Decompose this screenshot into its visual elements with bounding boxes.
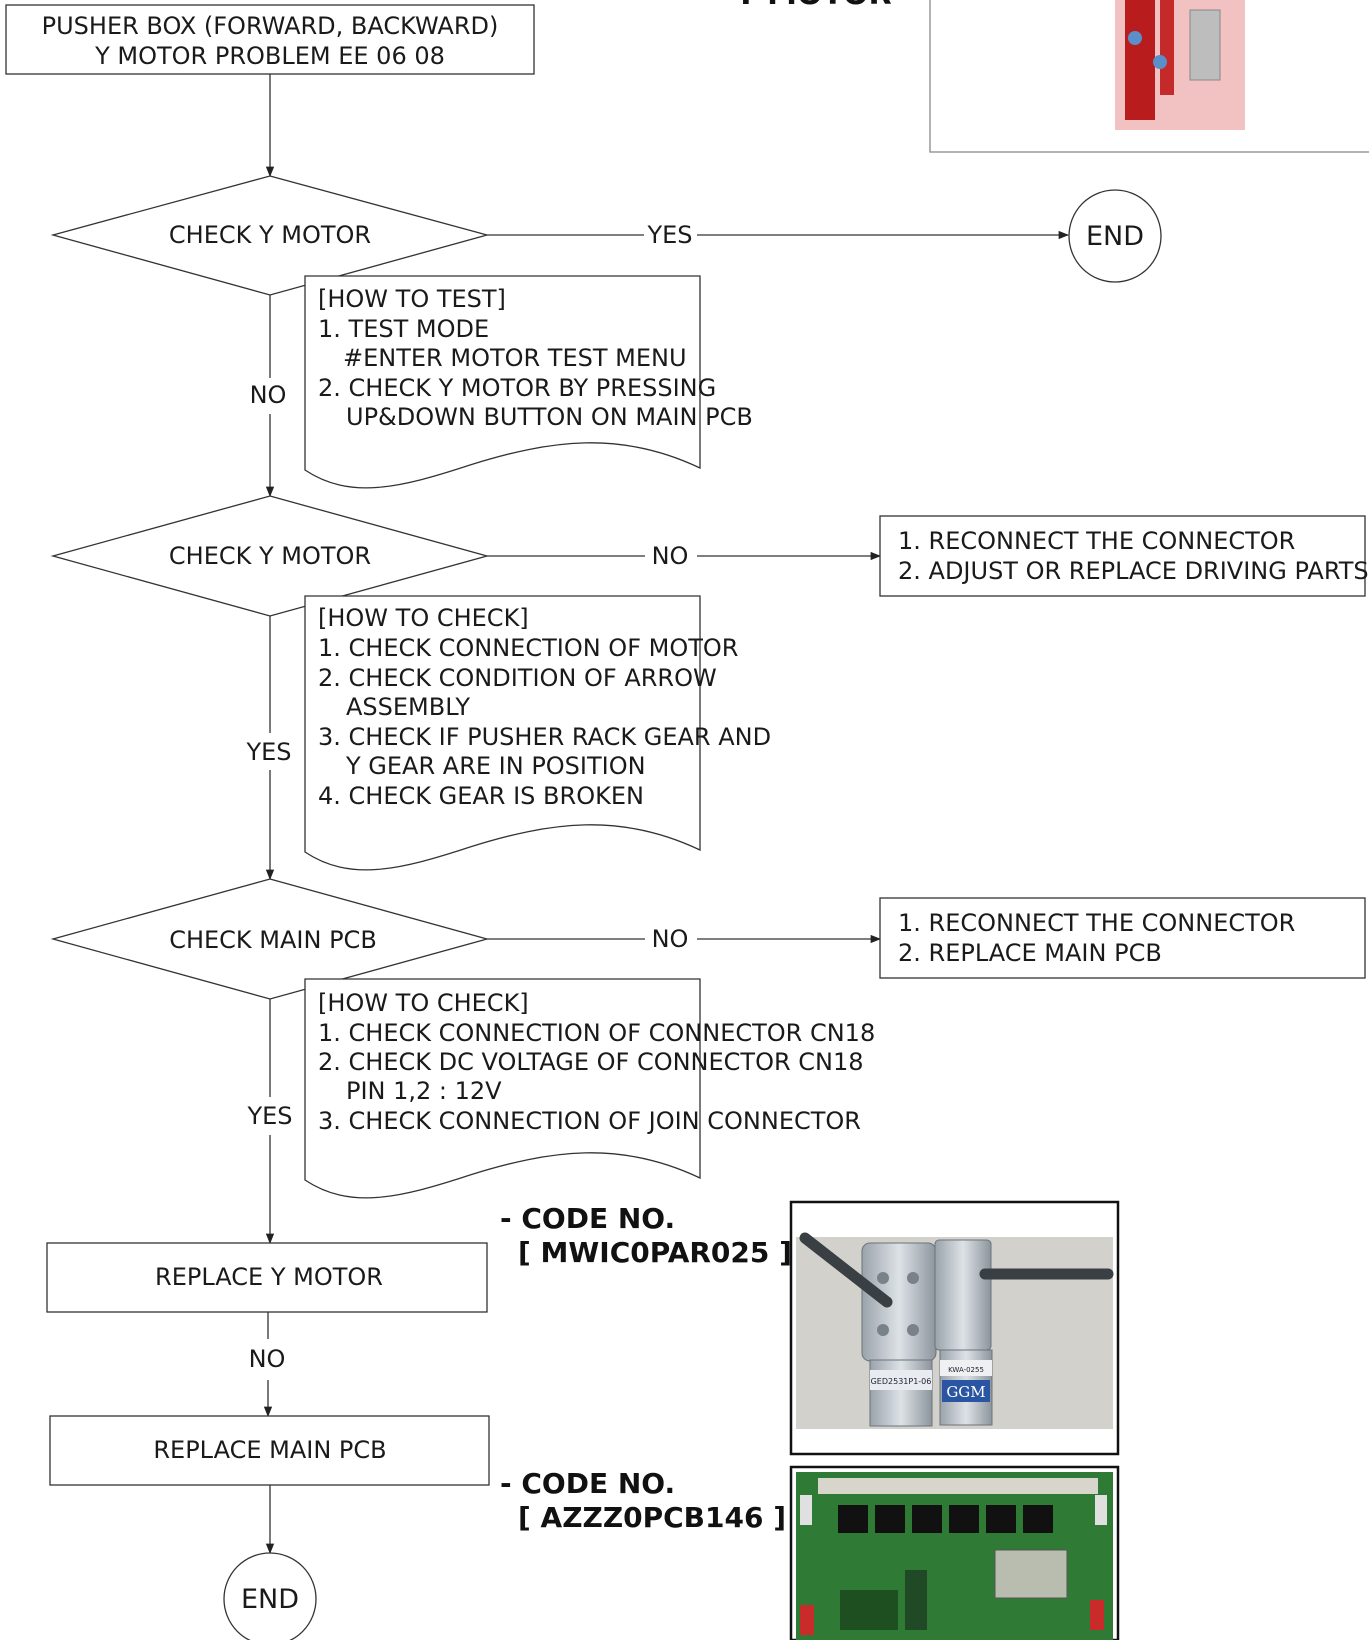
motor-photo-label-left: GED2531P1-06 [871,1377,932,1386]
y-motor-caption: Y MOTOR [734,0,892,12]
end-top-label: END [1086,221,1144,252]
pcb-code-label: - CODE NO. [500,1467,675,1500]
svg-text:1. CHECK CONNECTION OF MOTOR: 1. CHECK CONNECTION OF MOTOR [318,634,738,662]
y-motor-render-photo: Y MOTOR [734,0,1369,153]
end-terminal-top [1068,189,1162,283]
motor-photo-brand: GGM [946,1383,985,1401]
replace-y-motor-box [46,1242,488,1313]
svg-text:2. CHECK Y MOTOR BY PRESSING: 2. CHECK Y MOTOR BY PRESSING [318,374,716,402]
svg-text:1. TEST MODE: 1. TEST MODE [318,315,489,343]
motor-code-value: [ MWIC0PAR025 ] [518,1236,792,1269]
motor-photo-label-right: KWA-0255 [948,1366,984,1374]
header-box [5,4,535,75]
svg-text:1. CHECK CONNECTION OF CONNECT: 1. CHECK CONNECTION OF CONNECTOR CN18 [318,1019,875,1047]
svg-text:[HOW TO CHECK]: [HOW TO CHECK] [318,989,529,1017]
pcb-code-value: [ AZZZ0PCB146 ] [518,1501,786,1534]
svg-text:PIN 1,2 : 12V: PIN 1,2 : 12V [346,1077,502,1105]
svg-text:Y GEAR ARE IN POSITION: Y GEAR ARE IN POSITION [345,752,646,780]
d3-no-label: NO [652,925,689,953]
end-bottom-label: END [241,1584,299,1615]
d2-no-label: NO [652,542,689,570]
note-how-to-check-motor [304,595,701,871]
replace-y-motor-label: REPLACE Y MOTOR [155,1263,383,1291]
svg-text:#ENTER MOTOR TEST MENU: #ENTER MOTOR TEST MENU [343,344,687,372]
note-how-to-check-motor-text: [HOW TO CHECK] 1. CHECK CONNECTION OF MO… [318,604,771,810]
svg-text:2. CHECK DC VOLTAGE OF CONNECT: 2. CHECK DC VOLTAGE OF CONNECTOR CN18 [318,1048,864,1076]
svg-text:2. CHECK CONDITION OF ARROW: 2. CHECK CONDITION OF ARROW [318,664,717,692]
decision-1-label: CHECK Y MOTOR [169,221,371,249]
header-title-line2: Y MOTOR PROBLEM EE 06 08 [94,42,445,70]
note-how-to-test [304,275,701,489]
motor-code-label: - CODE NO. [500,1202,675,1235]
d1-no-label: NO [250,381,287,409]
replace-main-pcb-box [49,1415,490,1486]
svg-text:UP&DOWN BUTTON ON MAIN PCB: UP&DOWN BUTTON ON MAIN PCB [346,403,753,431]
svg-text:3. CHECK IF PUSHER RACK GEAR A: 3. CHECK IF PUSHER RACK GEAR AND [318,723,771,751]
decision-3-label: CHECK MAIN PCB [169,926,377,954]
action-motor-fix-1: 1. RECONNECT THE CONNECTOR [898,527,1295,555]
header-title-line1: PUSHER BOX (FORWARD, BACKWARD) [42,12,499,40]
d2-yes-label: YES [245,738,291,766]
action-pcb-fix-1: 1. RECONNECT THE CONNECTOR [898,909,1295,937]
decision-2-label: CHECK Y MOTOR [169,542,371,570]
svg-text:4. CHECK GEAR IS BROKEN: 4. CHECK GEAR IS BROKEN [318,782,644,810]
svg-text:3. CHECK CONNECTION OF JOIN CO: 3. CHECK CONNECTION OF JOIN CONNECTOR [318,1107,861,1135]
action-motor-fix-box [879,515,1366,597]
d3-yes-label: YES [246,1102,292,1130]
svg-text:ASSEMBLY: ASSEMBLY [346,693,470,721]
action-motor-fix-2: 2. ADJUST OR REPLACE DRIVING PARTS [898,557,1369,585]
end-terminal-bottom [223,1552,317,1640]
replace-main-pcb-label: REPLACE MAIN PCB [153,1436,386,1464]
d1-yes-label: YES [646,221,692,249]
action-pcb-fix-box [879,897,1366,979]
action-pcb-fix-2: 2. REPLACE MAIN PCB [898,939,1162,967]
replace-no-label: NO [249,1345,286,1373]
note-how-to-check-pcb [304,978,701,1199]
y-motor-photo: GED2531P1-06 KWA-0255 GGM [789,1200,1120,1456]
note-how-to-check-pcb-text: [HOW TO CHECK] 1. CHECK CONNECTION OF CO… [318,989,875,1135]
svg-text:[HOW TO CHECK]: [HOW TO CHECK] [318,604,529,632]
note-how-to-test-text: [HOW TO TEST] 1. TEST MODE #ENTER MOTOR … [318,285,753,431]
main-pcb-photo [789,1465,1120,1640]
svg-text:[HOW TO TEST]: [HOW TO TEST] [318,285,506,313]
